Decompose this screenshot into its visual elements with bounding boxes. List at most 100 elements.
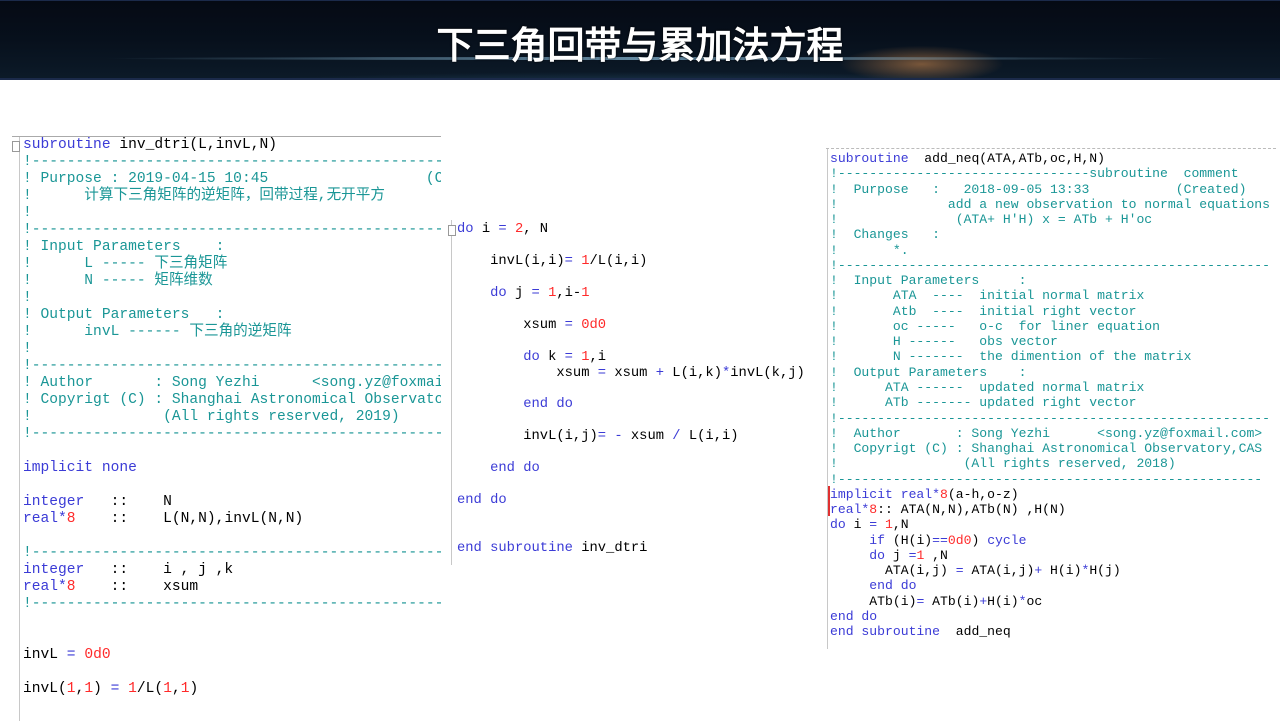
code-token: =: [110, 681, 120, 697]
code-token: H(i): [987, 593, 1019, 609]
code-line: ! Output Parameters :: [23, 307, 441, 324]
code-token: 1: [180, 681, 190, 697]
code-line: [457, 413, 805, 429]
code-line: ATb(i)= ATb(i)+H(i)*oc: [830, 594, 1270, 609]
fold-toggle-icon[interactable]: [12, 141, 20, 152]
code-token: +: [1034, 563, 1043, 579]
code-token: [573, 254, 581, 269]
code-token: !---------------------------------------…: [23, 154, 441, 170]
code-line: ! Copyrigt (C) : Shanghai Astronomical O…: [830, 441, 1270, 456]
code-token: invL(i,j): [457, 429, 598, 445]
code-token: H(j): [1089, 563, 1121, 579]
code-token: 0d0: [581, 317, 607, 333]
code-token: ! Atb ---- initial right vector: [830, 303, 1137, 319]
code-token: =: [955, 563, 964, 579]
code-line: invL(1,1) = 1/L(1,1): [23, 681, 441, 698]
code-line: invL = 0d0: [23, 647, 441, 664]
code-line: [457, 382, 805, 398]
code-line: !: [23, 341, 441, 358]
code-token: [573, 350, 581, 365]
code-line: ! N ----- 矩阵维数: [23, 273, 441, 290]
code-token: end subroutine: [457, 541, 573, 557]
code-token: integer: [23, 562, 85, 578]
code-line: !---------------------------------------…: [23, 596, 441, 613]
code-token: =: [908, 547, 917, 563]
code-token: =: [564, 349, 573, 365]
code-token: /: [672, 429, 681, 445]
fold-gutter: [451, 220, 452, 565]
code-token: 0d0: [84, 647, 111, 663]
code-token: i: [473, 222, 499, 237]
code-token: xsum: [622, 429, 673, 445]
code-token: do: [523, 349, 540, 365]
code-token: ): [93, 681, 111, 697]
code-token: 8: [940, 486, 948, 502]
code-token: ! N ------- the dimention of the matrix: [830, 349, 1192, 365]
code-token: ! (All rights reserved, 2019): [23, 409, 400, 425]
code-line: ! (ATA+ H'H) x = ATb + H'oc: [830, 212, 1270, 227]
code-line: !---------------------------------------…: [23, 222, 441, 239]
fold-toggle-icon[interactable]: [448, 225, 456, 236]
code-line: end do: [830, 609, 1270, 624]
code-token: 1: [916, 547, 925, 563]
code-line: ! Purpose : 2019-04-15 10:45 (Created): [23, 171, 441, 188]
code-token: :: ATA(N,N),ATb(N) ,H(N): [877, 502, 1066, 518]
code-token: ): [971, 532, 988, 548]
code-token: ! ATA ---- initial normal matrix: [830, 288, 1145, 304]
code-token: ,: [75, 681, 85, 697]
code-token: j: [506, 285, 532, 301]
code-token: ! ATA ------ updated normal matrix: [830, 379, 1145, 395]
code-token: !--------------------------------subrout…: [830, 166, 1239, 182]
code-token: ! Author : Song Yezhi <song.yz@foxmail.c…: [23, 375, 441, 391]
code-token: -: [614, 429, 623, 445]
code-line: !---------------------------------------…: [23, 426, 441, 443]
code-line: ! invL ------ 下三角的逆矩阵: [23, 324, 441, 341]
code-token: real*: [23, 579, 67, 595]
code-line: ! H ------ obs vector: [830, 334, 1270, 349]
code-token: 1: [163, 681, 172, 697]
code-token: ! (All rights reserved, 2018): [830, 456, 1176, 472]
code-line: !--------------------------------subrout…: [830, 166, 1270, 181]
code-token: !---------------------------------------…: [830, 471, 1263, 487]
code-line: [457, 509, 805, 525]
code-token: 8: [66, 579, 76, 595]
code-token: L(i,k): [664, 365, 722, 381]
code-token: end do: [490, 461, 540, 477]
code-line: ! Input Parameters :: [23, 239, 441, 256]
code-token: =: [597, 365, 607, 381]
code-token: invL(: [23, 681, 67, 697]
slide-title: 下三角回带与累加法方程: [436, 24, 844, 67]
code-token: =: [498, 222, 507, 237]
title-banner: 下三角回带与累加法方程: [0, 0, 1280, 80]
code-token: ! Output Parameters :: [830, 364, 1027, 380]
code-token: 1: [581, 253, 590, 269]
code-token: *: [1018, 593, 1027, 609]
code-line: ! ATb ------- updated right vector: [830, 395, 1270, 410]
code-token: ,i: [589, 349, 607, 365]
code-token: :: i , j ,k: [84, 562, 234, 578]
code-token: ATb(i): [830, 593, 917, 609]
code-token: :: xsum: [75, 579, 199, 595]
code-line: end subroutine add_neq: [830, 624, 1270, 639]
change-marker: [828, 486, 830, 516]
code-token: ! add a new observation to normal equati…: [830, 196, 1271, 212]
code-token: xsum: [606, 365, 656, 381]
fold-gutter: [827, 149, 828, 649]
code-token: [457, 350, 523, 365]
code-line: [23, 443, 441, 460]
code-line: !---------------------------------------…: [23, 154, 441, 171]
code-line: [23, 528, 441, 545]
code-token: !: [23, 290, 32, 306]
code-line: !---------------------------------------…: [830, 258, 1270, 273]
code-token: *: [721, 365, 731, 381]
code-token: if: [869, 532, 886, 548]
code-token: 8: [66, 511, 76, 527]
code-token: add_neq: [940, 624, 1011, 640]
code-token: [76, 647, 85, 663]
code-token: [457, 286, 490, 301]
code-line: ! L ----- 下三角矩阵: [23, 256, 441, 273]
code-token: oc: [1026, 593, 1043, 609]
code-line: [457, 334, 805, 350]
code-token: inv_dtri: [572, 541, 648, 557]
code-line: [457, 525, 805, 541]
